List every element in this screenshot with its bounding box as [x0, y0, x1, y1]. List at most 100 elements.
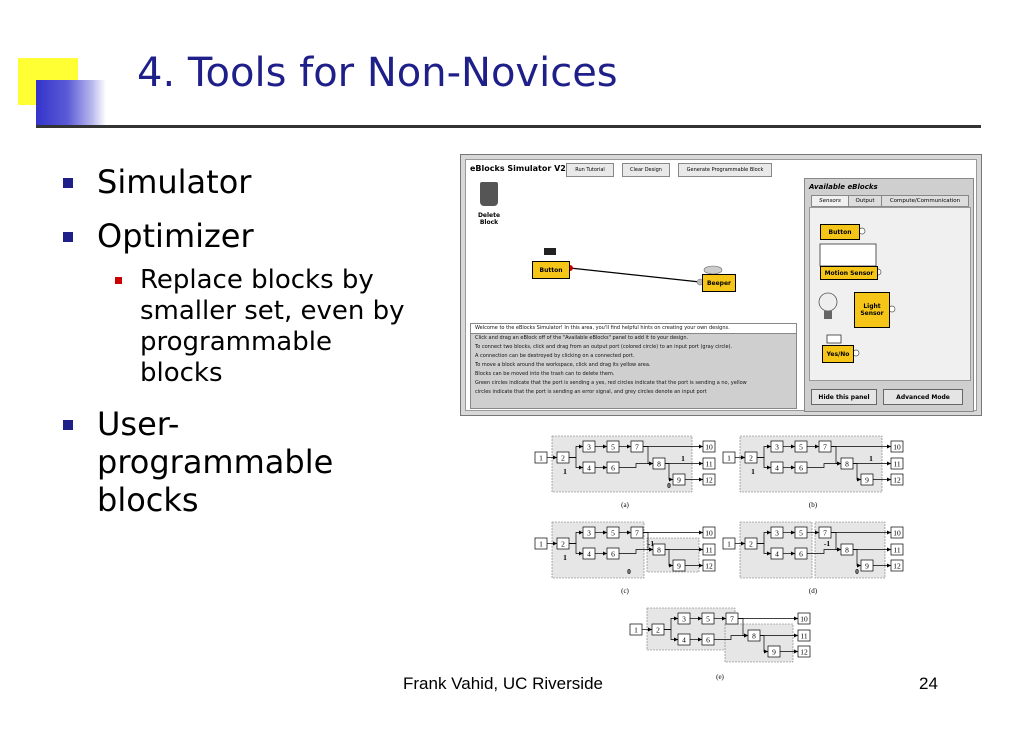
block-node	[702, 473, 716, 486]
block-node-label: 3	[775, 443, 779, 452]
block-node	[629, 623, 643, 636]
block-node	[702, 526, 716, 539]
hint-line: A connection can be destroyed by clickin…	[475, 353, 635, 359]
simulator-window: eBlocks Simulator V2.0 Run Tutorial Clea…	[465, 159, 977, 412]
block-node-label: 9	[865, 562, 869, 571]
trash-can-icon[interactable]	[480, 182, 498, 206]
panel-motion-sensor-block[interactable]: Motion Sensor	[820, 266, 878, 280]
block-node-label: 6	[611, 464, 615, 473]
connection-arrow	[887, 563, 891, 568]
block-node	[797, 629, 811, 642]
block-node	[890, 526, 904, 539]
panel-block-decor	[818, 227, 896, 357]
hint-line: To connect two blocks, click and drag fr…	[475, 344, 733, 350]
block-node-label: 12	[893, 562, 901, 571]
block-node-label: 1	[539, 540, 543, 549]
bullet-user-programmable: User-programmable blocks	[60, 405, 405, 519]
connection-arrow	[837, 461, 841, 466]
block-node-label: 7	[823, 529, 827, 538]
hint-panel: Welcome to the eBlocks Simulator! In thi…	[470, 323, 797, 409]
panel-yes-no-block[interactable]: Yes/No	[822, 345, 854, 363]
connection-arrow	[699, 530, 703, 535]
sub-bullet-replace-blocks: Replace blocks by smaller set, even by p…	[60, 265, 405, 389]
panel-light-sensor-block[interactable]: Light Sensor	[854, 292, 890, 328]
generate-programmable-block-button[interactable]: Generate Programmable Block	[678, 163, 772, 177]
block-node-label: 2	[561, 454, 565, 463]
simulator-title: eBlocks Simulator V2.0	[470, 164, 575, 173]
block-node-label: 10	[705, 443, 713, 452]
bullet-text: Optimizer	[97, 217, 254, 255]
block-node	[702, 457, 716, 470]
block-node-label: 1	[727, 540, 731, 549]
connection-arrow	[887, 444, 891, 449]
block-node	[860, 559, 874, 572]
block-node	[677, 633, 691, 646]
panel-title: Available eBlocks	[809, 183, 878, 191]
block-node	[890, 559, 904, 572]
block-node	[534, 451, 548, 464]
block-node-label: 2	[749, 540, 753, 549]
block-node-label: 2	[656, 626, 660, 635]
connection-arrow	[837, 547, 841, 552]
tab-compute-communication[interactable]: Compute/Communication	[881, 195, 969, 207]
annotation-value: 1	[869, 454, 873, 463]
connection-arrow	[744, 633, 748, 638]
block-node-label: 11	[705, 460, 712, 469]
connection-edge	[619, 549, 653, 554]
block-node	[582, 526, 596, 539]
connection-arrow	[579, 465, 583, 470]
block-node	[672, 559, 686, 572]
connection-arrow	[791, 530, 795, 535]
panel-button-block[interactable]: Button	[820, 224, 860, 240]
run-tutorial-button[interactable]: Run Tutorial	[566, 163, 614, 177]
clear-design-button[interactable]: Clear Design	[622, 163, 670, 177]
tab-output[interactable]: Output	[848, 195, 882, 207]
block-node-label: 6	[706, 636, 710, 645]
block-node-label: 12	[705, 476, 713, 485]
annotation-value: 1	[563, 553, 567, 562]
block-node	[582, 547, 596, 560]
block-node-label: 4	[587, 464, 591, 473]
block-node-label: 4	[775, 464, 779, 473]
connection-arrow	[722, 616, 726, 621]
block-node-label: 3	[682, 615, 686, 624]
diagram-caption: (b)	[809, 501, 818, 509]
connection-arrow	[674, 616, 678, 621]
connection-edge	[807, 549, 841, 554]
tab-sensors[interactable]: Sensors	[811, 195, 849, 207]
connection-arrow	[764, 649, 768, 654]
block-node	[651, 623, 665, 636]
block-node-label: 5	[611, 443, 615, 452]
block-node	[890, 440, 904, 453]
connection-arrow	[887, 547, 891, 552]
block-node	[770, 526, 784, 539]
block-node-label: 10	[800, 615, 808, 624]
block-node-label: 10	[893, 529, 901, 538]
hide-panel-button[interactable]: Hide this panel	[811, 389, 877, 405]
block-node-label: 2	[749, 454, 753, 463]
block-node-label: 10	[893, 443, 901, 452]
block-node	[770, 547, 784, 560]
hint-line: Welcome to the eBlocks Simulator! In thi…	[471, 324, 796, 334]
block-node-label: 1	[539, 454, 543, 463]
block-node	[794, 461, 808, 474]
connection-arrow	[603, 465, 607, 470]
block-node-label: 12	[893, 476, 901, 485]
connection-arrow	[791, 465, 795, 470]
bullet-simulator: Simulator	[60, 163, 405, 201]
connection-arrow	[767, 530, 771, 535]
block-node-label: 2	[561, 540, 565, 549]
canvas-button-block[interactable]: Button	[532, 261, 570, 279]
advanced-mode-button[interactable]: Advanced Mode	[883, 389, 963, 405]
connection-arrow	[699, 547, 703, 552]
connection-edge	[714, 635, 748, 640]
connection-arrow	[649, 461, 653, 466]
canvas-beeper-block[interactable]: Beeper	[702, 274, 736, 292]
diagram-caption: (e)	[716, 673, 724, 681]
connection-arrow	[579, 530, 583, 535]
eblocks-list: Button Motion Sensor Light Sensor Yes/No	[809, 207, 971, 381]
block-node-label: 6	[799, 464, 803, 473]
connection-arrow	[767, 444, 771, 449]
diagram-caption: (a)	[621, 501, 629, 509]
